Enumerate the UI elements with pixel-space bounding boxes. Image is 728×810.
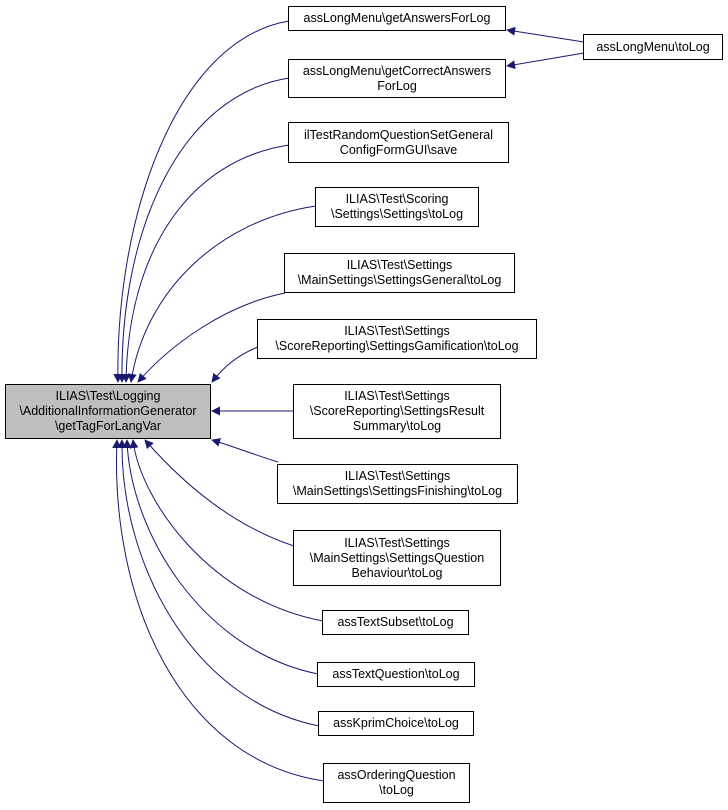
edge-longmenu-tolog-to-getanswersforlog	[506, 26, 585, 43]
edge-textsubset-tolog-to-focus	[129, 439, 324, 622]
node-label-line: assKprimChoice\toLog	[333, 716, 459, 730]
edge-settingsfinishing-tolog-to-focus	[211, 438, 279, 463]
node-asskprimchoice-tolog[interactable]: assKprimChoice\toLog	[318, 711, 474, 736]
node-label-line: assLongMenu\getCorrectAnswers	[302, 63, 492, 78]
node-longmenu-getcorrectanswersforlog[interactable]: assLongMenu\getCorrectAnswers ForLog	[288, 59, 506, 98]
node-label-line: assTextQuestion\toLog	[332, 667, 460, 681]
edge-settingsgeneral-tolog-to-focus	[137, 292, 286, 383]
node-label-line: Summary\toLog	[352, 419, 442, 433]
node-asstextquestion-tolog[interactable]: assTextQuestion\toLog	[317, 662, 475, 687]
node-mainsettings-settingsfinishing-tolog[interactable]: ILIAS\Test\Settings \MainSettings\Settin…	[277, 464, 518, 504]
node-scorereporting-settingsresultsummary-tolog[interactable]: ILIAS\Test\Settings \ScoreReporting\Sett…	[293, 384, 501, 439]
node-label-line: \MainSettings\SettingsGeneral\toLog	[297, 273, 502, 287]
node-asslongmenu-tolog[interactable]: assLongMenu\toLog	[583, 34, 723, 60]
node-label-line: assLongMenu\toLog	[596, 39, 710, 54]
node-label-line: ForLog	[377, 78, 417, 93]
node-label-line: ILIAS\Test\Settings	[344, 324, 450, 338]
node-label-line: ILIAS\Test\Settings	[344, 389, 450, 403]
node-label-line: assTextSubset\toLog	[337, 615, 454, 629]
edge-settingsgamification-tolog-to-focus	[211, 346, 259, 383]
node-asstextsubset-tolog[interactable]: assTextSubset\toLog	[322, 610, 469, 635]
node-mainsettings-settingsquestionbehaviour-tolog[interactable]: ILIAS\Test\Settings \MainSettings\Settin…	[293, 530, 501, 586]
node-label-line: Behaviour\toLog	[351, 565, 443, 580]
node-scorereporting-settingsgamification-tolog[interactable]: ILIAS\Test\Settings \ScoreReporting\Sett…	[257, 319, 537, 359]
edge-longmenu-tolog-to-getcorrectanswersforlog	[506, 52, 585, 70]
edge-randomquestionset-save-to-focus	[121, 144, 290, 383]
node-label-line: ILIAS\Test\Settings	[344, 535, 450, 550]
node-label-line: ConfigFormGUI\save	[339, 142, 458, 157]
node-scoring-settings-tolog[interactable]: ILIAS\Test\Scoring \Settings\Settings\to…	[315, 187, 479, 227]
node-label-line: \MainSettings\SettingsFinishing\toLog	[292, 484, 503, 498]
node-label-line: assOrderingQuestion	[337, 768, 456, 782]
node-label-line: ILIAS\Test\Scoring	[345, 192, 449, 206]
edge-kprimchoice-tolog-to-focus	[117, 439, 320, 727]
node-label-line: assLongMenu\getAnswersForLog	[303, 11, 491, 25]
node-focus-gettagforlangvar[interactable]: ILIAS\Test\Logging \AdditionalInformatio…	[5, 384, 211, 439]
edge-scoring-settings-tolog-to-focus	[127, 205, 317, 383]
node-label-line: \ScoreReporting\SettingsResult	[309, 404, 485, 418]
node-label-line: \AdditionalInformationGenerator	[19, 404, 197, 418]
node-label-line: ILIAS\Test\Logging	[55, 389, 161, 403]
node-label-line: ilTestRandomQuestionSetGeneral	[304, 127, 493, 142]
edge-settingsquestionbehaviour-tolog-to-focus	[144, 439, 295, 547]
node-label-line: ILIAS\Test\Settings	[346, 258, 453, 272]
node-label-line: \ScoreReporting\SettingsGamification\toL…	[275, 339, 519, 353]
edge-textquestion-tolog-to-focus	[122, 439, 319, 675]
node-label-line: ILIAS\Test\Settings	[344, 469, 451, 483]
edge-getanswersforlog-to-focus	[113, 20, 290, 383]
node-label-line: \MainSettings\SettingsQuestion	[309, 550, 485, 565]
node-label-line: \toLog	[379, 783, 414, 797]
node-randomquestionset-configformgui-save[interactable]: ilTestRandomQuestionSetGeneral ConfigFor…	[288, 122, 509, 163]
edges	[112, 20, 585, 782]
edge-getcorrectanswersforlog-to-focus	[117, 77, 290, 383]
edge-orderingquestion-tolog-to-focus	[112, 439, 325, 782]
node-label-line: \getTagForLangVar	[54, 419, 162, 433]
node-longmenu-getanswersforlog[interactable]: assLongMenu\getAnswersForLog	[288, 6, 506, 31]
node-label-line: \Settings\Settings\toLog	[330, 207, 464, 221]
node-assorderingquestion-tolog[interactable]: assOrderingQuestion \toLog	[323, 763, 470, 803]
node-mainsettings-settingsgeneral-tolog[interactable]: ILIAS\Test\Settings \MainSettings\Settin…	[284, 253, 515, 293]
